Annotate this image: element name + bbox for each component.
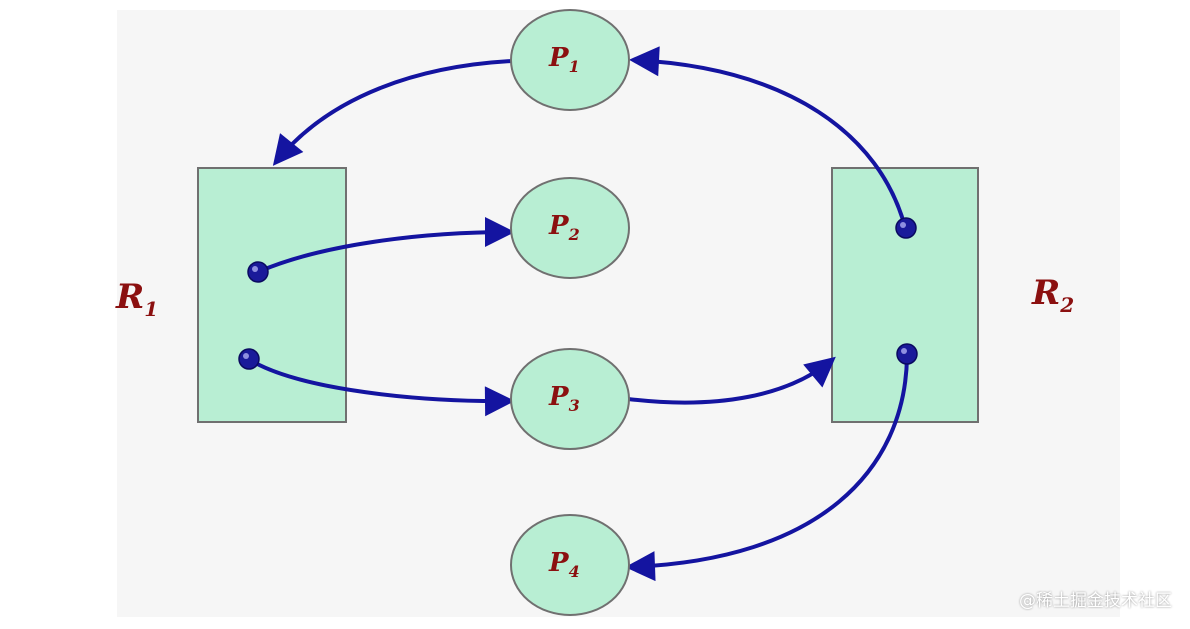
- r1-instance-dot-2: [238, 348, 260, 370]
- process-p4: P4: [510, 514, 630, 616]
- edge-r2-to-p4: [625, 356, 909, 582]
- r2-instance-dot-2: [896, 343, 918, 365]
- svg-text:P2: P2: [548, 211, 580, 244]
- edge-p3-to-r2: [627, 356, 836, 405]
- svg-text:P3: P3: [548, 382, 580, 415]
- process-p2: P2: [510, 177, 630, 279]
- edge-r1-to-p3: [248, 358, 515, 417]
- process-p3: P3: [510, 348, 630, 450]
- process-p1: P1: [510, 9, 630, 111]
- edge-p1-to-r1: [272, 59, 513, 166]
- watermark-text: @稀土掘金技术社区: [1019, 591, 1172, 611]
- r1-instance-dot-1: [247, 261, 269, 283]
- resource-r1-label: R1: [115, 277, 158, 321]
- r2-instance-dot-1: [895, 217, 917, 239]
- svg-text:P4: P4: [548, 548, 580, 581]
- resource-r2-label: R2: [1031, 273, 1074, 317]
- edge-r1-to-p2: [257, 217, 515, 274]
- resource-r1-box: [197, 167, 347, 423]
- svg-text:P1: P1: [548, 43, 580, 76]
- edge-r2-to-p1: [629, 46, 907, 228]
